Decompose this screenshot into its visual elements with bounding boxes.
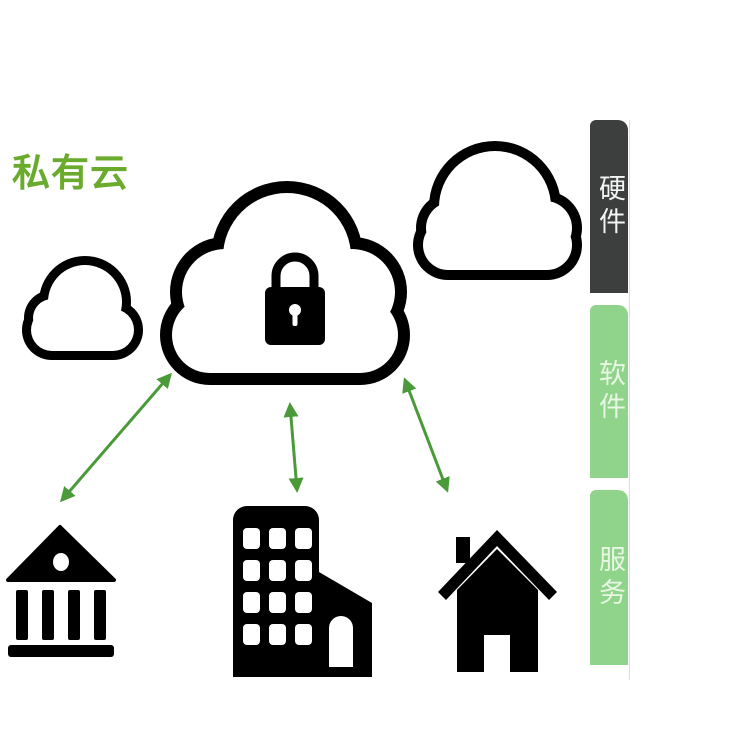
- tab-label: 服务: [594, 544, 625, 611]
- window: [269, 592, 286, 613]
- connection-arrow-house: [402, 377, 450, 493]
- window: [295, 624, 312, 645]
- diagram-title: 私有云: [12, 151, 130, 195]
- window: [243, 528, 260, 549]
- lock-icon: [265, 252, 325, 345]
- main-cloud-icon: [160, 181, 410, 385]
- tab-divider: [629, 120, 630, 680]
- connection-arrow-office: [283, 402, 304, 493]
- tab-label: 硬件: [594, 173, 625, 240]
- tab-hardware[interactable]: 硬件: [590, 120, 628, 293]
- connection-arrow-bank: [60, 372, 172, 503]
- window: [269, 624, 286, 645]
- window: [269, 560, 286, 581]
- window: [295, 528, 312, 549]
- tab-label: 软件: [594, 358, 625, 425]
- window: [243, 624, 260, 645]
- tab-service[interactable]: 服务: [590, 490, 628, 665]
- window: [243, 560, 260, 581]
- window: [243, 592, 260, 613]
- office-building-icon: [233, 506, 372, 677]
- tab-software[interactable]: 软件: [590, 305, 628, 478]
- right-cloud-icon: [413, 141, 582, 280]
- window: [295, 560, 312, 581]
- small-cloud-icon: [22, 256, 143, 360]
- window: [295, 592, 312, 613]
- window: [269, 528, 286, 549]
- house-icon: [438, 530, 557, 672]
- bank-icon: [6, 525, 116, 657]
